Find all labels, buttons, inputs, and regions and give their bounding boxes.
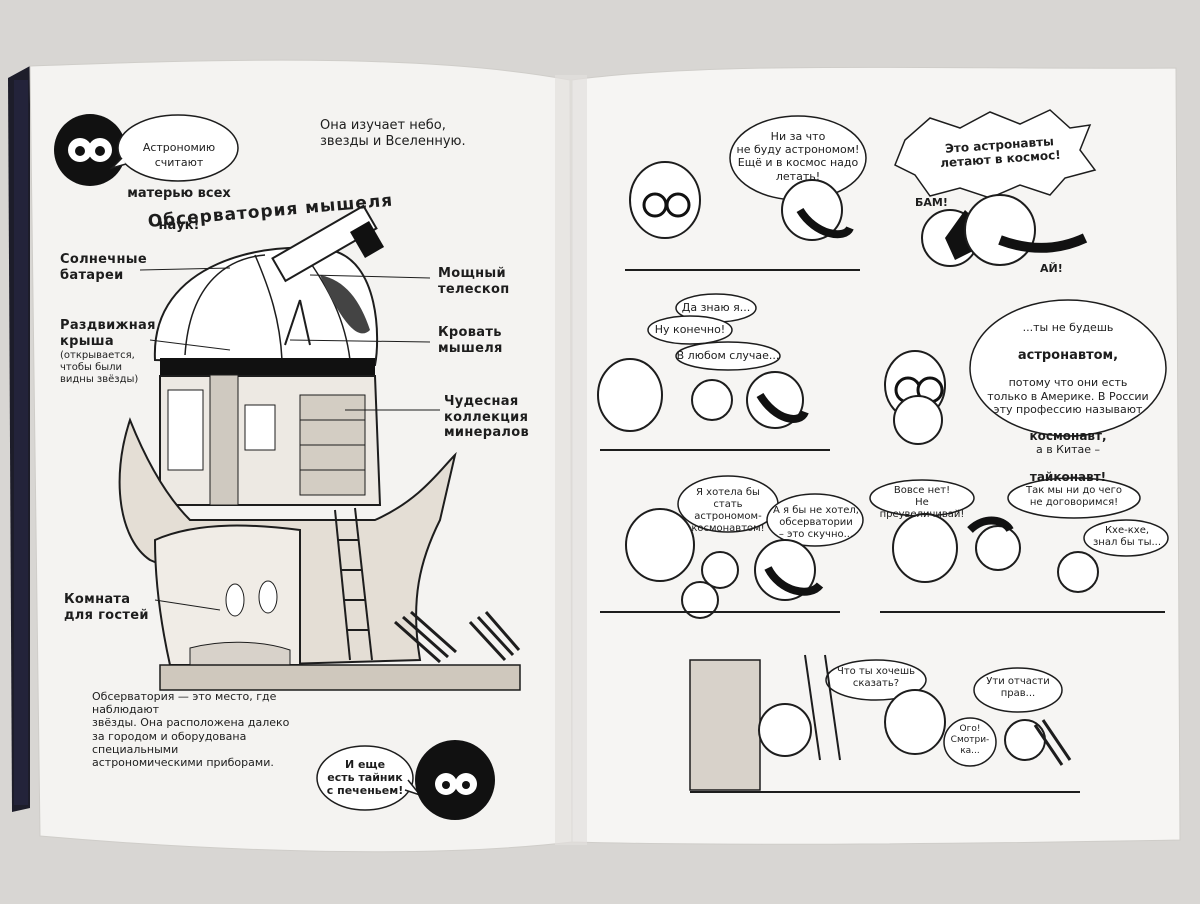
- panel7-bubble-3: Ого! Смотри- ка...: [950, 724, 990, 756]
- label-solar: Солнечные батареи: [60, 252, 147, 283]
- intro-bubble-post: наук!: [158, 217, 200, 233]
- intro-bubble-text: Астрономию считают матерью всех наук!: [120, 124, 238, 233]
- panel1-bubble-text: Ни за что не буду астрономом! Ещё и в ко…: [736, 130, 860, 183]
- label-roof: Раздвижная крыша: [60, 318, 156, 349]
- panel7-bubble-1: Что ты хочешь сказать?: [836, 666, 916, 689]
- label-roof-note: (открывается, чтобы были видны звёзды): [60, 350, 139, 385]
- panel4-cosmonaut: космонавт,: [1029, 429, 1107, 444]
- panel2-ai-text: АЙ!: [1040, 262, 1063, 275]
- label-telescope: Мощный телескоп: [438, 266, 510, 297]
- observatory-description: Обсерватория — это место, где наблюдают …: [92, 690, 290, 769]
- intro-text: Она изучает небо, звезды и Вселенную.: [320, 118, 466, 149]
- intro-bubble-emph: матерью всех: [127, 186, 231, 202]
- cookie-bubble-text: И еще есть тайник с печеньем!: [326, 758, 404, 798]
- panel4-line1: ...ты не будешь: [1022, 321, 1114, 335]
- panel6-bubble-3: Кхе-кхе, знал бы ты...: [1092, 525, 1162, 548]
- label-guest-room: Комната для гостей: [64, 592, 149, 623]
- panel5-bubble-1: Я хотела бы стать астрономом- космонавто…: [691, 487, 765, 534]
- panel4-line3: потому что они есть только в Америке. В …: [987, 376, 1149, 416]
- panel4-line5: а в Китае –: [1035, 443, 1101, 457]
- label-minerals: Чудесная коллекция минералов: [444, 394, 529, 441]
- panel3-bubble-1: Да знаю я...: [681, 301, 751, 314]
- panel4-bubble-text: ...ты не будешь астронавтом, потому что …: [978, 308, 1158, 484]
- panel5-bubble-2: А я бы не хотел, обсерватории – это скуч…: [773, 505, 859, 540]
- panel7-bubble-2: Ути отчасти прав...: [986, 676, 1050, 699]
- label-bed: Кровать мышеля: [438, 325, 503, 356]
- panel6-bubble-1: Вовсе нет! Не преувеличивай!: [879, 485, 965, 520]
- panel2-bam-text: БАМ!: [915, 196, 948, 209]
- panel3-bubble-2: Ну конечно!: [654, 323, 726, 336]
- panel6-bubble-2: Так мы ни до чего не договоримся!: [1026, 485, 1122, 508]
- panel4-taikonaut: тайконавт!: [1029, 469, 1107, 484]
- intro-bubble-pre: Астрономию считают: [142, 140, 216, 170]
- panel3-bubble-3: В любом случае...: [676, 349, 780, 362]
- panel4-astronaut: астронавтом,: [1017, 347, 1119, 363]
